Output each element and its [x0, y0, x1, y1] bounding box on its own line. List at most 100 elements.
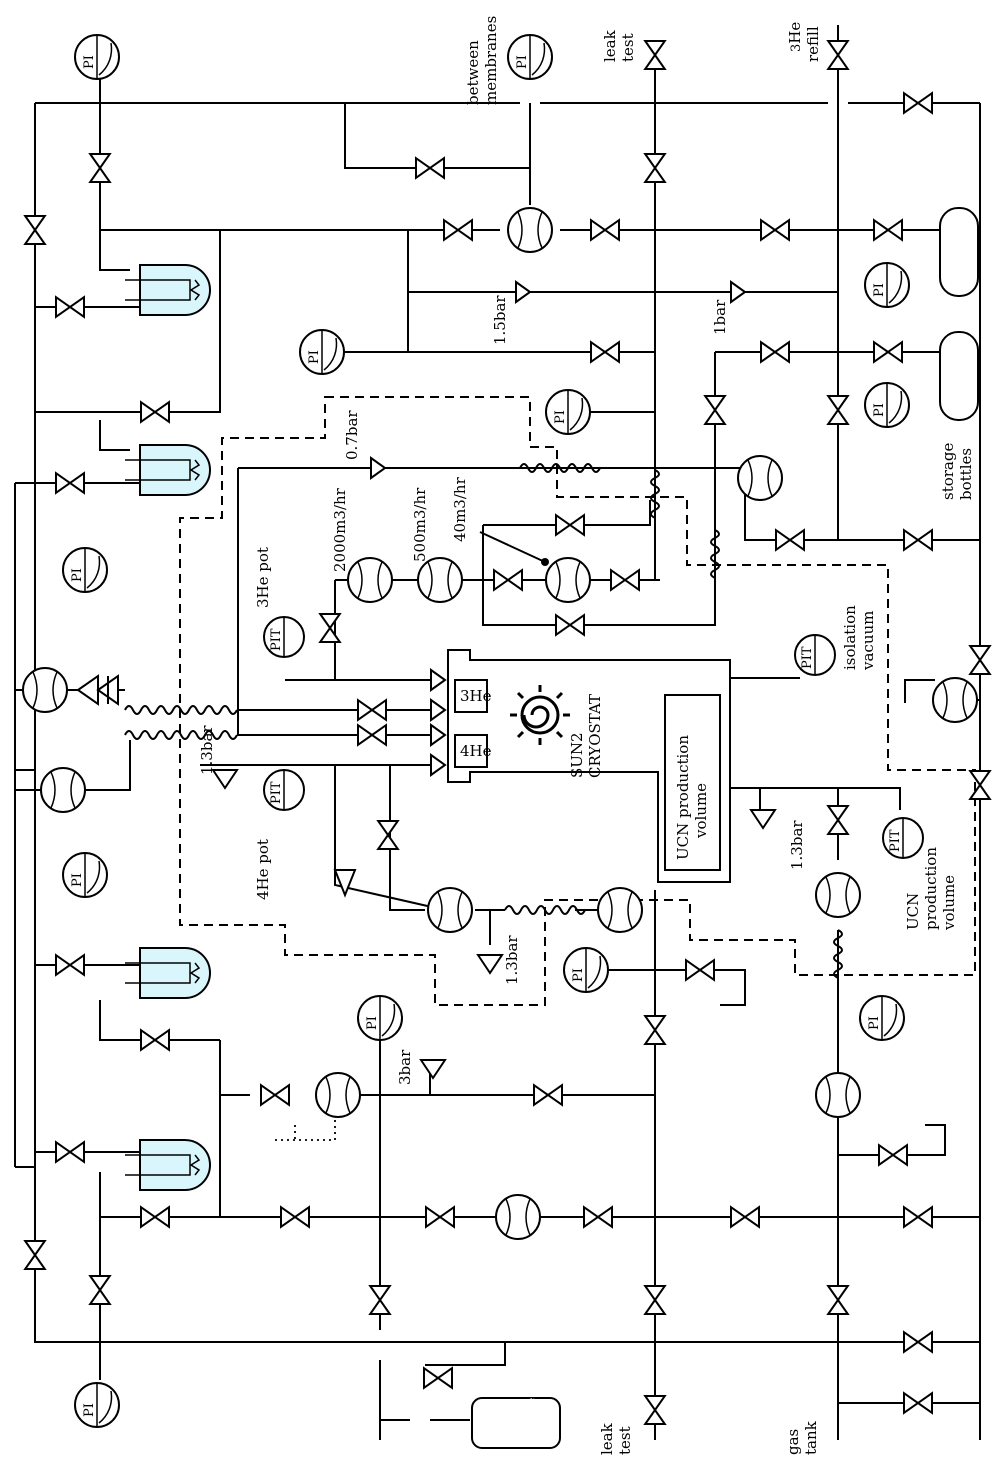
pressure-gauge-icon: PI — [507, 34, 553, 80]
flexible-bellows — [124, 463, 843, 979]
check-valve-icon — [333, 869, 357, 898]
pump-icon — [22, 667, 68, 713]
heat-exchanger-icon — [125, 947, 211, 999]
label-flow-2000: 2000m3/hr — [331, 487, 349, 572]
valve-icon — [555, 513, 585, 537]
bellows-icon — [710, 529, 720, 579]
pump-icon — [815, 872, 861, 918]
valve-icon — [968, 770, 992, 800]
valve-icon — [88, 153, 112, 183]
valve-icon — [903, 1391, 933, 1415]
valve-icon — [415, 156, 445, 180]
ucn-side-1: UCN — [904, 893, 922, 930]
valve-icon — [610, 568, 640, 592]
valve-icon — [775, 528, 805, 552]
check-valve-icon — [430, 668, 447, 692]
valve-icon — [903, 1330, 933, 1354]
pressure-gauge-icon: PI — [859, 995, 905, 1041]
valve-icon — [23, 1240, 47, 1270]
pump-icon — [597, 887, 643, 933]
bellows-icon — [519, 463, 601, 473]
pump-icon — [932, 677, 978, 723]
valve-icon — [88, 1275, 112, 1305]
valve-icon — [903, 528, 933, 552]
check-valve-icon — [515, 280, 532, 304]
svg-text:PI: PI — [365, 1016, 380, 1030]
ucn-side-2: production — [922, 847, 940, 930]
label-3bar: 3bar — [396, 1049, 414, 1085]
pressure-transmitter-icon: PIT — [794, 634, 836, 676]
valve-icon — [643, 40, 667, 70]
pump-icon — [315, 1072, 361, 1118]
he4-bottle-1: 4He — [486, 1410, 504, 1442]
valve-icon — [703, 395, 727, 425]
pump-icon — [427, 887, 473, 933]
pump-icon — [815, 1072, 861, 1118]
valves — [23, 40, 992, 1425]
pump-icon — [40, 767, 86, 813]
valve-icon — [533, 1083, 563, 1107]
pressure-gauge-icon: PI — [62, 852, 108, 898]
relief-valve-icon — [211, 769, 239, 790]
he3-bottle-label-2: 3He — [951, 360, 969, 392]
pump-icon — [347, 557, 393, 603]
valve-icon — [760, 340, 790, 364]
valve-icon — [903, 91, 933, 115]
pump-icon — [737, 455, 783, 501]
pressure-gauge-icon: PI — [864, 382, 910, 428]
ucn-volume-label-2: volume — [692, 783, 710, 839]
svg-text:PI: PI — [70, 873, 85, 887]
valve-icon — [140, 400, 170, 424]
sun-icon — [510, 685, 570, 745]
valve-icon — [685, 958, 715, 982]
valve-icon — [260, 1083, 290, 1107]
between-membranes-1: between — [464, 40, 482, 105]
ucn-volume-label-1: UCN production — [674, 735, 692, 860]
valve-icon — [826, 40, 850, 70]
needle-valve-icon — [76, 674, 119, 706]
bellows-icon — [504, 905, 586, 915]
pressure-gauge-icon: PI — [864, 262, 910, 308]
valve-icon — [643, 1285, 667, 1315]
relief-valve-icon — [419, 1059, 447, 1080]
heat-exchangers — [125, 264, 211, 1191]
leak-test-top-2: test — [619, 33, 637, 62]
check-valve-icon — [430, 698, 447, 722]
valve-icon — [826, 805, 850, 835]
between-membranes-2: membranes — [482, 16, 500, 105]
cryostat-label-1: SUN2 — [568, 732, 586, 778]
ucn-production-volume — [664, 694, 721, 871]
storage-bottles-2: bottles — [957, 448, 975, 500]
pressure-gauge-icon: PI — [563, 947, 609, 993]
svg-text:PI: PI — [82, 1403, 97, 1417]
valve-icon — [318, 613, 342, 643]
storage-bottles-1: storage — [939, 443, 957, 500]
leak-test-bottom-1: leak — [598, 1422, 616, 1455]
svg-text:PI: PI — [307, 350, 322, 364]
check-valve-icon — [430, 753, 447, 777]
valve-icon — [493, 568, 523, 592]
pumps — [22, 207, 978, 1240]
svg-text:PIT: PIT — [269, 781, 284, 804]
valve-icon — [873, 340, 903, 364]
pump-icon — [417, 557, 463, 603]
pressure-transmitter-icon: PIT — [263, 769, 305, 811]
cold-box-region — [179, 396, 976, 1006]
svg-text:PI: PI — [571, 968, 586, 982]
valve-icon — [357, 723, 387, 747]
valve-icon — [760, 218, 790, 242]
label-flow-500: 500m3/hr — [411, 487, 429, 562]
svg-text:PI: PI — [872, 283, 887, 297]
svg-text:PI: PI — [82, 55, 97, 69]
valve-icon — [968, 645, 992, 675]
pressure-gauge-icon: PI — [357, 995, 403, 1041]
relief-valve-icon — [476, 954, 504, 975]
valve-icon — [23, 215, 47, 245]
valve-icon — [443, 218, 473, 242]
valve-icon — [423, 1366, 453, 1390]
heat-exchanger-icon — [125, 1139, 211, 1191]
relief-valve-icon — [749, 809, 777, 830]
storage-bottles — [471, 207, 979, 1449]
